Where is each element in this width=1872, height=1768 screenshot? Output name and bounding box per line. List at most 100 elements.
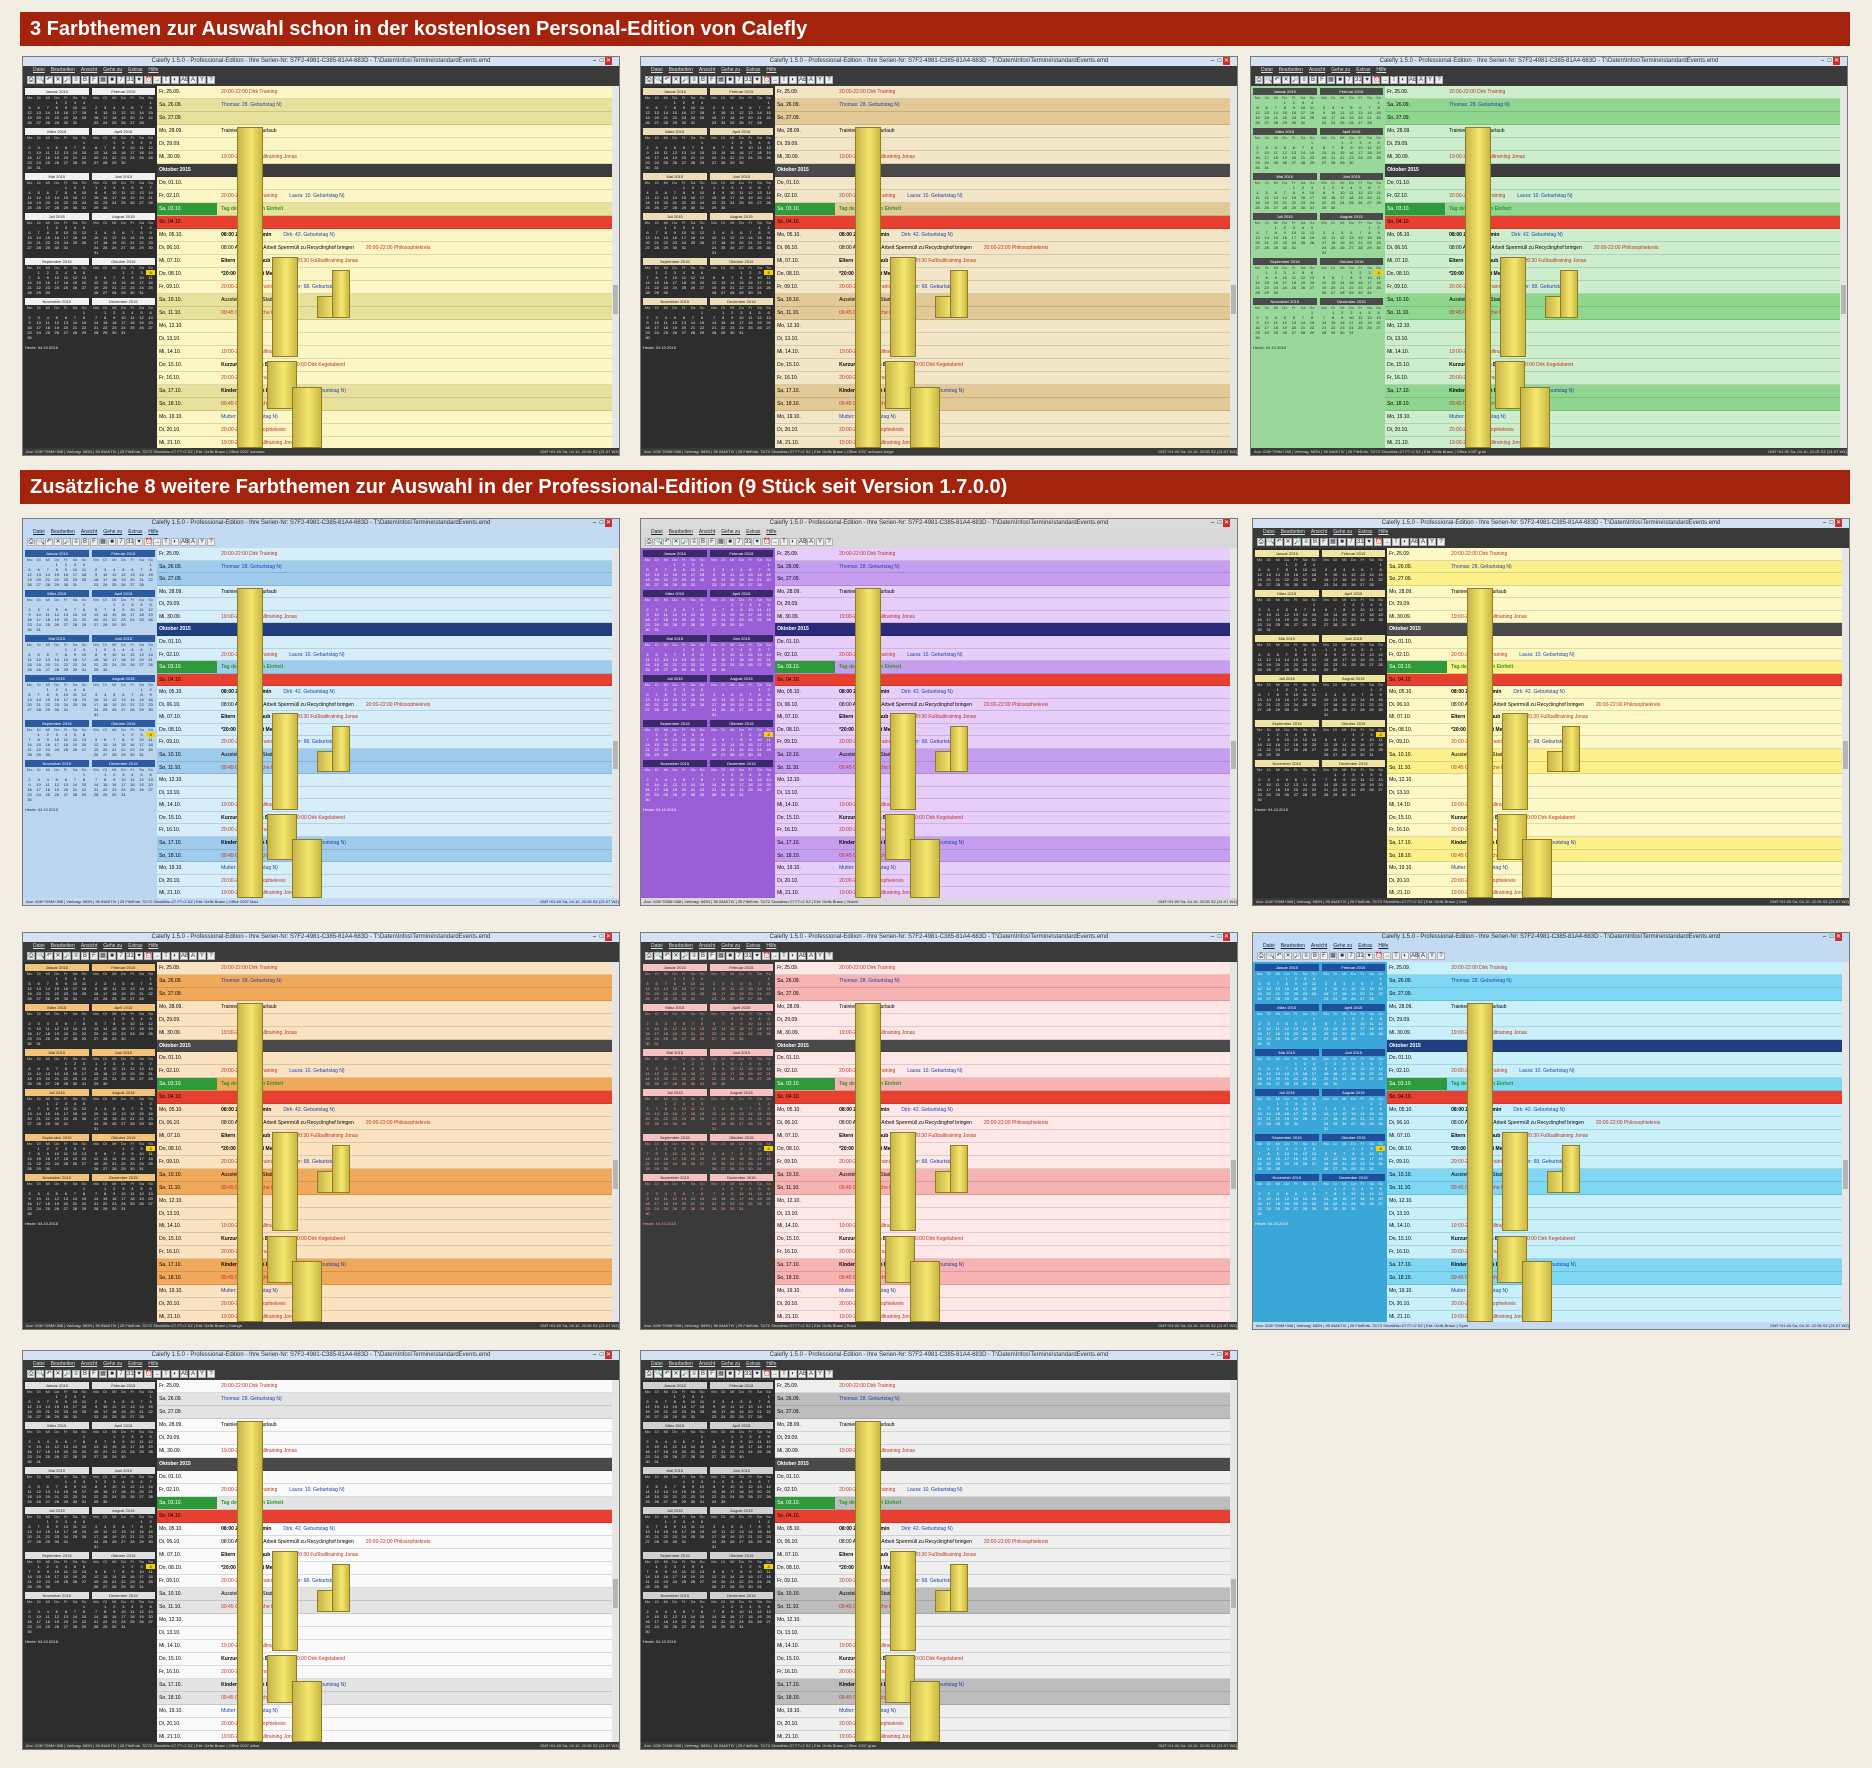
mini-day[interactable]: 10 <box>1264 150 1269 155</box>
agenda-row[interactable]: Do, 01.10. <box>157 636 619 649</box>
mini-day[interactable]: 28 <box>654 1121 659 1126</box>
mini-day[interactable]: 6 <box>37 981 40 986</box>
mini-day[interactable]: 18 <box>699 986 705 991</box>
mini-day[interactable]: 31 <box>1300 120 1306 125</box>
mini-day[interactable]: 28 <box>645 1166 650 1171</box>
mini-day[interactable]: 8 <box>82 777 86 782</box>
mini-day[interactable]: 4 <box>722 230 725 235</box>
mini-day[interactable]: 30 <box>102 667 108 672</box>
mini-day[interactable]: 17 <box>81 1071 87 1076</box>
font-icon[interactable]: A <box>189 952 197 960</box>
mini-day[interactable]: 29 <box>102 1206 108 1211</box>
mini-day[interactable]: 12 <box>1282 320 1287 325</box>
mini-day[interactable]: 14 <box>112 1156 117 1161</box>
mini-day[interactable]: 29 <box>81 160 87 165</box>
mini-day[interactable]: 3 <box>740 772 743 777</box>
mini-day[interactable]: 29 <box>1351 752 1356 757</box>
mini-day[interactable]: 25 <box>1367 155 1372 160</box>
mini-day[interactable]: 9 <box>28 150 31 155</box>
mini-day[interactable]: 15 <box>54 110 59 115</box>
event-entry[interactable]: Dirk: 42. Geburtstag N) <box>283 689 335 696</box>
mini-day[interactable]: 21 <box>690 325 696 330</box>
mini-day[interactable]: 11 <box>45 1026 50 1031</box>
mini-day[interactable]: 17 <box>739 1196 744 1201</box>
mini-day[interactable]: 22 <box>63 200 69 205</box>
day31-icon[interactable]: 31 <box>126 952 134 960</box>
mini-day[interactable]: 5 <box>655 190 658 195</box>
mini-day[interactable]: 19 <box>672 1031 677 1036</box>
mini-day[interactable]: 14 <box>748 697 753 702</box>
mini-day[interactable]: 18 <box>739 657 744 662</box>
mini-day[interactable]: 3 <box>758 732 761 737</box>
mini-day[interactable]: 7 <box>140 567 143 572</box>
agenda-row[interactable]: Mi, 07.10.Eltern im Kurzurlaub19:00-20:3… <box>157 711 619 724</box>
mini-day[interactable]: 20 <box>130 991 135 996</box>
mini-day[interactable]: 12 <box>1376 145 1381 150</box>
mini-day[interactable]: 24 <box>690 577 696 582</box>
mini-day[interactable]: 30 <box>730 330 735 335</box>
mini-day[interactable]: 14 <box>645 742 650 747</box>
color-icon[interactable]: ◐ <box>789 952 797 960</box>
mini-day[interactable]: 4 <box>73 687 77 692</box>
filter2-icon[interactable]: Y <box>198 952 206 960</box>
mini-day[interactable]: 25 <box>1376 285 1381 290</box>
mini-day[interactable]: 5 <box>1312 687 1316 692</box>
mini-day[interactable]: 26 <box>93 752 99 757</box>
event-entry[interactable]: 20:00 Dirk Kegelabend <box>1524 814 1576 821</box>
mini-day[interactable]: 27 <box>654 996 659 1001</box>
mini-day[interactable]: 6 <box>131 981 134 986</box>
mini-day[interactable]: 26 <box>757 325 762 330</box>
help-icon[interactable]: ? <box>825 952 833 960</box>
mini-day[interactable]: 15 <box>1311 612 1317 617</box>
mini-day[interactable]: 25 <box>681 1161 687 1166</box>
mini-day[interactable]: 2 <box>64 100 67 105</box>
filter2-icon[interactable]: Y <box>198 538 206 546</box>
mini-day[interactable]: 3 <box>82 1061 86 1066</box>
agenda-row[interactable]: Do, 15.10.Kurzurlaub in den Bergen20:00 … <box>775 812 1237 825</box>
mini-day[interactable]: 21 <box>1376 195 1381 200</box>
mini-day[interactable]: 7 <box>1332 145 1335 150</box>
mini-day[interactable]: 27 <box>645 1121 650 1126</box>
mini-day[interactable]: 27 <box>681 792 687 797</box>
mini-day[interactable]: 22 <box>1376 115 1381 120</box>
mini-day[interactable]: 13 <box>711 1026 717 1031</box>
mini-day[interactable]: 6 <box>749 105 752 110</box>
mini-day[interactable]: 16 <box>1300 195 1306 200</box>
mini-day[interactable]: 26 <box>27 996 32 1001</box>
mini-day[interactable]: 12 <box>1367 315 1372 320</box>
mini-day[interactable]: 21 <box>102 1031 108 1036</box>
mini-day[interactable]: 27 <box>139 1076 144 1081</box>
mini-day[interactable]: 26 <box>1376 155 1381 160</box>
mini-day[interactable]: 20 <box>63 1201 69 1206</box>
mini-day[interactable]: 14 <box>72 320 78 325</box>
agenda-row[interactable]: Fr, 09.10.20:00-22:00 Dirk TrainingVater… <box>1385 281 1847 294</box>
mini-day[interactable]: 12 <box>148 1021 153 1026</box>
agenda-row[interactable]: Fr, 25.09.20:00-22:00 Dirk Training <box>775 962 1237 975</box>
mini-day[interactable]: 7 <box>1322 315 1326 320</box>
agenda-row[interactable]: Sa, 26.09.Thomas: 28. Geburtstag N) <box>1385 99 1847 112</box>
mini-day[interactable]: 5 <box>1285 607 1288 612</box>
event-entry[interactable]: 20:00-22:00 Dirk Training <box>1451 551 1508 557</box>
mini-day[interactable]: 31 <box>121 1206 126 1211</box>
mini-day[interactable]: 22 <box>663 240 668 245</box>
mini-day[interactable]: 8 <box>700 1021 704 1026</box>
mini-day[interactable]: 6 <box>1294 777 1297 782</box>
calendar-icon[interactable]: ▦ <box>1329 538 1337 546</box>
agenda-row[interactable]: Fr, 25.09.20:00-22:00 Dirk Training <box>157 86 619 99</box>
mini-day[interactable]: 19 <box>121 991 126 996</box>
mini-day[interactable]: 2 <box>1341 310 1344 315</box>
mini-day[interactable]: 2 <box>1334 647 1337 652</box>
mini-day[interactable]: 21 <box>748 1116 753 1121</box>
mini-day[interactable]: 5 <box>55 145 58 150</box>
mini-day[interactable]: 11 <box>645 195 650 200</box>
mini-day[interactable]: 9 <box>731 315 734 320</box>
agenda-row[interactable]: Do, 01.10. <box>775 177 1237 190</box>
mini-day[interactable]: 7 <box>73 607 77 612</box>
mini-day[interactable]: 27 <box>1255 245 1260 250</box>
mini-day[interactable]: 30 <box>1360 752 1365 757</box>
mini-day[interactable]: 2 <box>46 270 49 275</box>
mini-day[interactable]: 25 <box>645 667 650 672</box>
mini-day[interactable]: 23 <box>45 747 50 752</box>
